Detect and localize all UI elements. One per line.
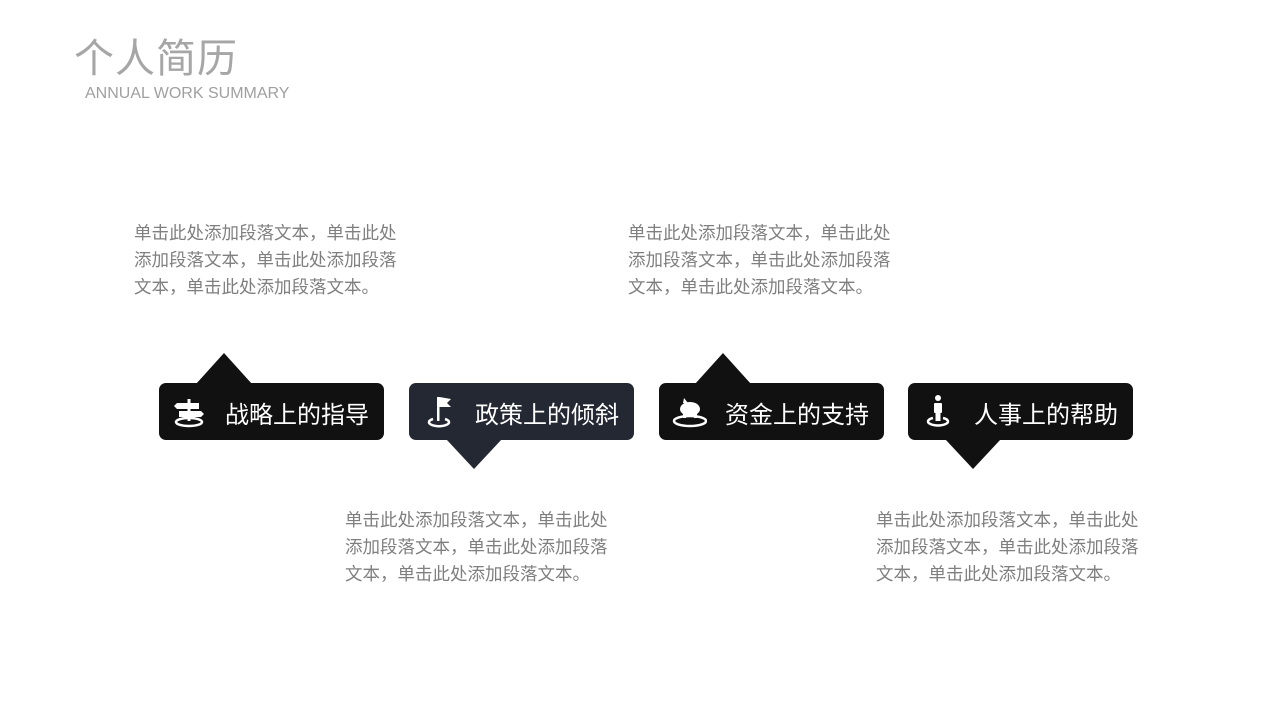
page-subtitle: ANNUAL WORK SUMMARY: [85, 85, 290, 102]
paragraph-2: 单击此处添加段落文本，单击此处添加段落文本，单击此处添加段落文本，单击此处添加段…: [345, 511, 608, 585]
pointer-down: [945, 439, 1001, 469]
pointer-down: [446, 439, 502, 469]
paragraph-1: 单击此处添加段落文本，单击此处添加段落文本，单击此处添加段落文本，单击此处添加段…: [134, 224, 397, 298]
card-label: 战略上的指导: [225, 401, 369, 429]
piggy-bank-icon: [672, 398, 707, 428]
page-title: 个人简历: [74, 36, 238, 82]
card-policy: 政策上的倾斜: [409, 383, 634, 469]
card-label: 资金上的支持: [725, 401, 869, 429]
pointer-up: [695, 353, 751, 384]
flag-icon: [427, 397, 451, 428]
person-icon: [926, 395, 950, 427]
signpost-icon: [174, 399, 204, 428]
pointer-up: [196, 353, 252, 384]
paragraph-4: 单击此处添加段落文本，单击此处添加段落文本，单击此处添加段落文本，单击此处添加段…: [876, 511, 1139, 585]
card-strategy: 战略上的指导: [159, 353, 384, 440]
card-label: 政策上的倾斜: [475, 401, 619, 429]
paragraph-3: 单击此处添加段落文本，单击此处添加段落文本，单击此处添加段落文本，单击此处添加段…: [628, 224, 891, 298]
card-funding: 资金上的支持: [659, 353, 884, 440]
card-personnel: 人事上的帮助: [908, 383, 1133, 469]
card-label: 人事上的帮助: [974, 401, 1118, 429]
